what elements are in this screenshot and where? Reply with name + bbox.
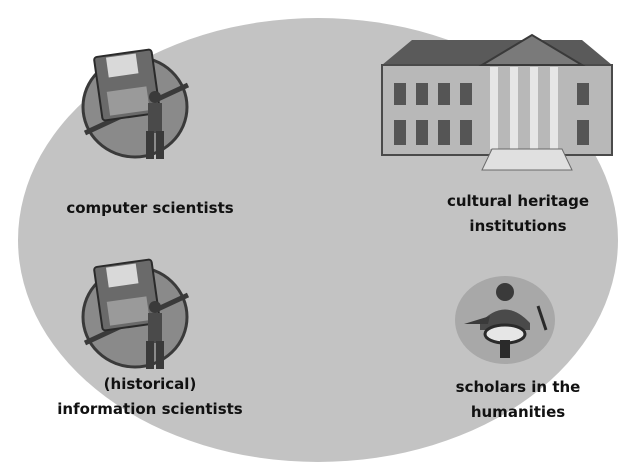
label-scholars-humanities: scholars in the humanities bbox=[455, 378, 581, 421]
label-computer-scientists: computer scientists bbox=[66, 199, 234, 217]
label-historical-information-scientists: (historical) information scientists bbox=[57, 375, 243, 418]
floppy-disk-carrier-icon bbox=[81, 258, 190, 369]
floppy-disk-carrier-icon bbox=[81, 48, 190, 159]
museum-building-icon bbox=[381, 33, 613, 171]
scholar-magnifier-icon bbox=[455, 276, 555, 364]
label-cultural-heritage-institutions: cultural heritage institutions bbox=[446, 192, 590, 235]
